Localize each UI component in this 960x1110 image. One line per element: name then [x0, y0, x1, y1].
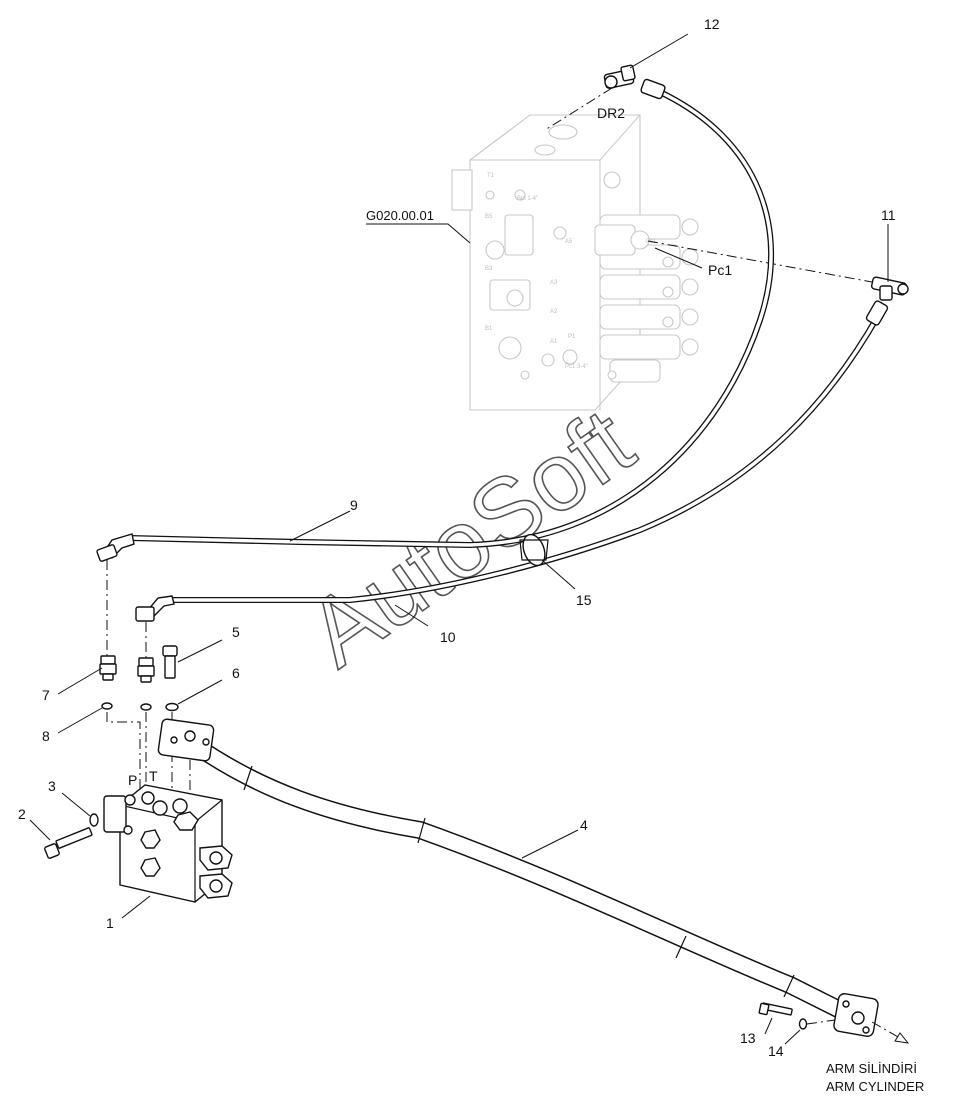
valve-block-1 [103, 784, 233, 903]
fitting-11 [870, 276, 909, 301]
callout-7: 7 [42, 687, 50, 703]
callout-8: 8 [42, 728, 50, 744]
seal-8b [140, 703, 152, 711]
callout-9: 9 [350, 497, 358, 513]
plug-5 [162, 645, 178, 679]
port-label-t: T [149, 768, 158, 784]
port-label-dr2: DR2 [597, 105, 625, 121]
watermark-text: AutoSoft [289, 388, 652, 687]
watermark: AutoSoft [288, 388, 653, 688]
adapter-7 [99, 655, 117, 681]
block-marking: Bpl 1-4" [517, 196, 538, 202]
callout-5: 5 [232, 624, 240, 640]
bolt-2 [44, 827, 93, 859]
port-label-p: P [128, 772, 137, 788]
callout-15: 15 [576, 592, 592, 608]
port-label-pc1: Pc1 [708, 262, 732, 278]
control-valve-block: T1 Bpl 1-4" A5 A3 A2 A1 B5 B3 B1 P1 Pc1 … [451, 114, 699, 411]
bolt-13 [758, 1002, 793, 1016]
callout-12: 12 [704, 16, 720, 32]
callout-3: 3 [48, 778, 56, 794]
clamp-15 [519, 533, 549, 567]
callout-14: 14 [768, 1043, 784, 1059]
block-marking: P1 [568, 334, 576, 340]
block-marking: B5 [485, 214, 493, 220]
hose-4 [157, 718, 879, 1037]
block-marking: A1 [550, 339, 558, 345]
destination-line2: ARM CYLINDER [826, 1079, 924, 1094]
block-marking: T1 [487, 173, 495, 179]
hose-10 [135, 300, 889, 622]
callout-4: 4 [580, 817, 588, 833]
callout-1: 1 [106, 915, 114, 931]
callout-11: 11 [881, 207, 896, 223]
washer-14 [798, 1018, 808, 1030]
block-marking: A5 [565, 239, 573, 245]
block-marking: A2 [550, 309, 558, 315]
block-marking: B1 [485, 326, 493, 332]
reference-code: G020.00.01 [366, 208, 434, 223]
hose-9 [96, 78, 775, 562]
callout-10: 10 [440, 629, 456, 645]
washer-3 [89, 813, 99, 827]
callout-2: 2 [18, 806, 26, 822]
block-marking: Pc1 3-4" [565, 364, 588, 370]
block-marking: B3 [485, 266, 493, 272]
fitting-12 [603, 64, 636, 89]
block-marking: A3 [550, 280, 558, 286]
callout-6: 6 [232, 665, 240, 681]
adapter-7b [137, 657, 155, 683]
seal-6 [165, 702, 179, 712]
seal-8 [101, 702, 113, 710]
callout-13: 13 [740, 1030, 756, 1046]
destination-line1: ARM SİLİNDİRİ [826, 1061, 917, 1076]
